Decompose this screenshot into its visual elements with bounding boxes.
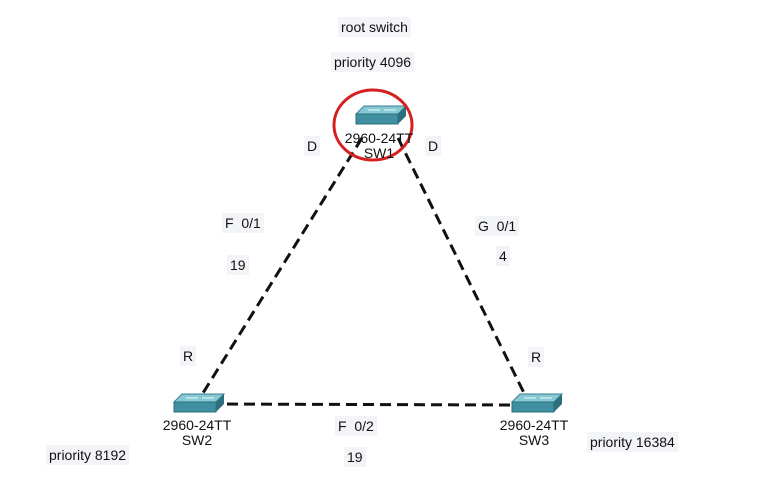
switch-sw1-model: 2960-24TT	[344, 130, 414, 146]
switch-sw3-name: SW3	[518, 432, 550, 448]
switch-sw1-name: SW1	[363, 145, 395, 161]
port-role-sw3: R	[528, 347, 545, 367]
sw3-priority-label: priority 16384	[587, 432, 678, 452]
port-role-sw1-left: D	[304, 136, 321, 156]
link-sw1-sw3-cost: 4	[496, 246, 510, 266]
link-sw1-sw2-cost: 19	[227, 255, 249, 275]
switch-sw3-label: 2960-24TT SW3	[500, 418, 568, 448]
link-sw1-sw2-interface: F 0/1	[222, 213, 264, 233]
switch-sw3-icon[interactable]	[510, 393, 564, 413]
root-highlight-circle	[332, 88, 414, 162]
switch-sw1-icon[interactable]	[354, 105, 408, 125]
switch-sw2-model: 2960-24TT	[162, 417, 232, 433]
link-sw2-sw3	[209, 402, 513, 407]
switch-sw2-icon[interactable]	[172, 393, 226, 413]
switch-sw3-model: 2960-24TT	[499, 417, 569, 433]
root-switch-label: root switch	[338, 17, 411, 37]
sw1-priority-label: priority 4096	[331, 52, 415, 72]
sw2-priority-label: priority 8192	[46, 445, 130, 465]
link-sw1-sw3-interface: G 0/1	[475, 216, 520, 236]
switch-sw2-label: 2960-24TT SW2	[163, 418, 231, 448]
switch-sw2-name: SW2	[181, 432, 213, 448]
switch-sw1-label: 2960-24TT SW1	[345, 131, 413, 161]
link-sw1-sw3	[396, 137, 526, 394]
port-role-sw1-right: D	[425, 136, 442, 156]
link-sw2-sw3-cost: 19	[344, 447, 366, 467]
port-role-sw2: R	[180, 346, 197, 366]
link-sw2-sw3-interface: F 0/2	[335, 416, 377, 436]
